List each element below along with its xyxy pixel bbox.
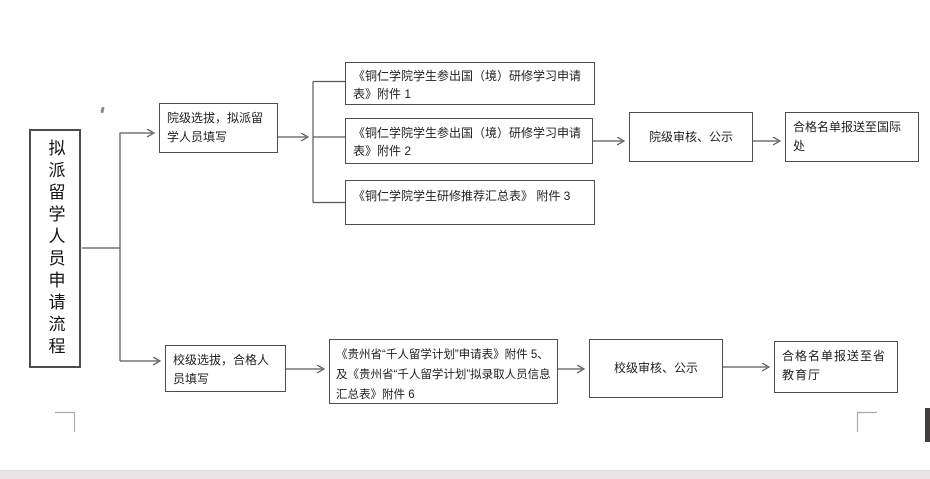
college-review-box: 院级审核、公示 <box>629 112 753 162</box>
attachment-fanout-lines <box>312 80 345 204</box>
scrollbar-thumb[interactable] <box>925 408 930 442</box>
stray-anchor-mark <box>100 106 105 114</box>
university-result-text: 合格名单报送至省教育厅 <box>782 349 887 382</box>
attachment2-text: 《铜仁学院学生参出国（境）研修学习申请表》附件 2 <box>353 126 582 158</box>
college-review-text: 院级审核、公示 <box>648 129 733 144</box>
university-result-box: 合格名单报送至省教育厅 <box>774 341 898 393</box>
university-selection-text: 校级选拔，合格人员填写 <box>173 353 270 386</box>
college-selection-box: 院级选拔，拟派留学人员填写 <box>159 103 278 153</box>
university-review-text: 校级审核、公示 <box>613 361 698 375</box>
attachment3-text: 《铜仁学院学生研修推荐汇总表》 附件 3 <box>353 189 571 203</box>
university-selection-box: 校级选拔，合格人员填写 <box>165 345 286 392</box>
attachment1-text: 《铜仁学院学生参出国（境）研修学习申请表》附件 1 <box>353 69 582 101</box>
window-bottom-strip <box>0 470 930 479</box>
branch-stem-left <box>82 132 121 361</box>
corner-mark-left <box>55 411 76 432</box>
attachment1-box: 《铜仁学院学生参出国（境）研修学习申请表》附件 1 <box>345 62 595 105</box>
college-result-text: 合格名单报送至国际处 <box>793 120 902 153</box>
corner-mark-right <box>856 411 877 432</box>
university-attachments-text: 《贵州省“千人留学计划”申请表》附件 5、及《贵州省“千人留学计划”拟录取人员信… <box>336 349 551 401</box>
university-attachments-box: 《贵州省“千人留学计划”申请表》附件 5、及《贵州省“千人留学计划”拟录取人员信… <box>329 339 558 404</box>
attachment2-box: 《铜仁学院学生参出国（境）研修学习申请表》附件 2 <box>345 118 593 164</box>
attachment3-box: 《铜仁学院学生研修推荐汇总表》 附件 3 <box>345 180 595 225</box>
university-review-box: 校级审核、公示 <box>589 339 723 398</box>
flow-title-text: 拟派留学人员申请流程 <box>45 138 65 359</box>
college-selection-text: 院级选拔，拟派留学人员填写 <box>167 111 264 144</box>
college-result-box: 合格名单报送至国际处 <box>785 112 919 162</box>
flow-title-box: 拟派留学人员申请流程 <box>29 129 81 368</box>
